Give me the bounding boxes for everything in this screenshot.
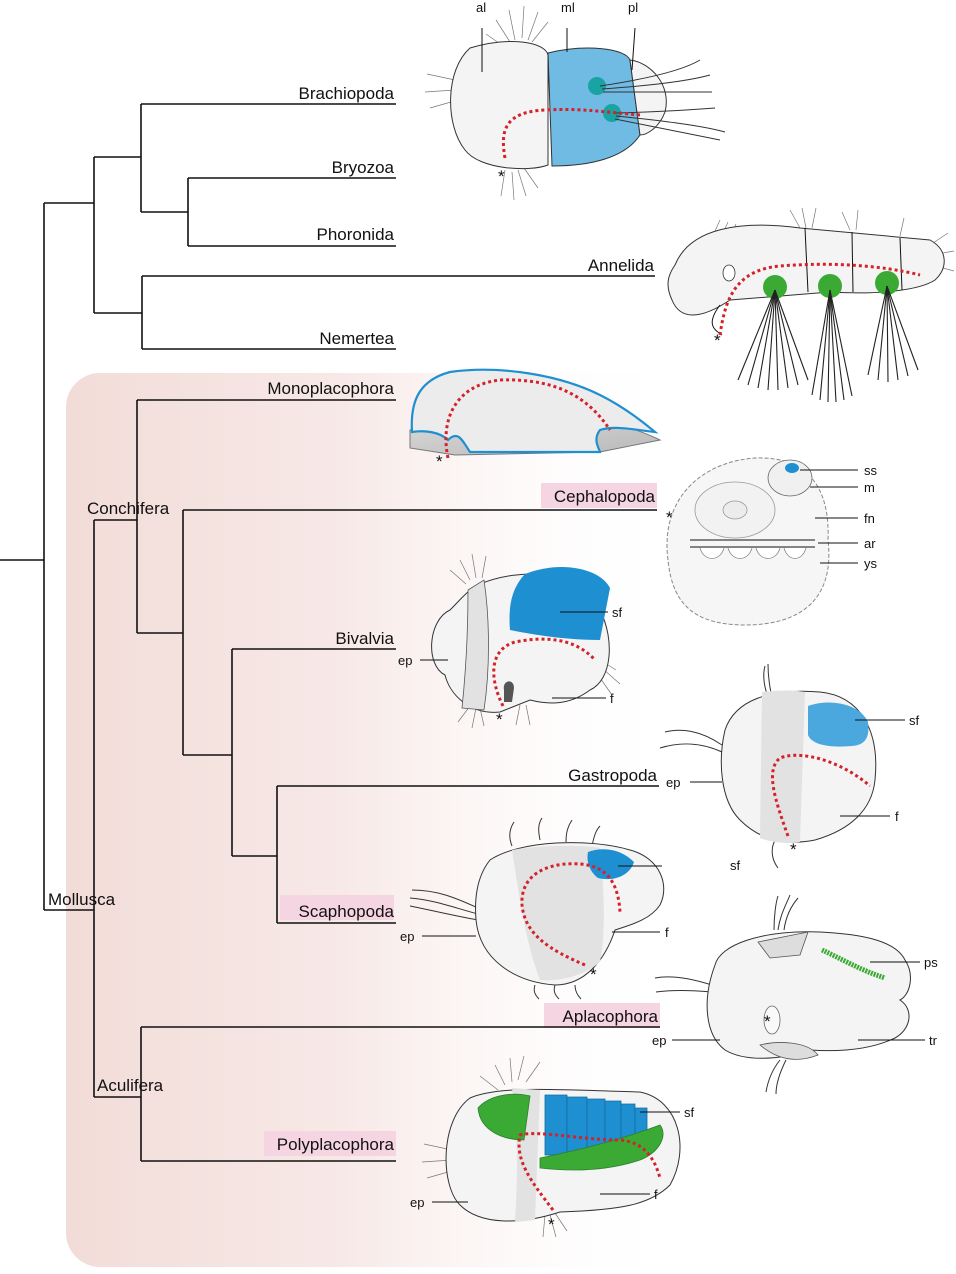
label-m: m xyxy=(864,480,875,495)
asterisk-aplacophora: * xyxy=(764,1012,771,1031)
label-scaphopoda-f: f xyxy=(665,925,669,940)
asterisk-annelida: * xyxy=(714,331,721,350)
monoplacophora-larva: * xyxy=(409,368,662,471)
taxon-monoplacophora: Monoplacophora xyxy=(267,379,394,398)
brachiopoda-larva: al ml pl * xyxy=(424,0,726,201)
label-ar: ar xyxy=(864,536,876,551)
label-ys: ys xyxy=(864,556,878,571)
aplacophora-highlight xyxy=(544,1003,660,1028)
taxon-brachiopoda: Brachiopoda xyxy=(299,84,395,103)
label-gastropoda-f: f xyxy=(895,809,899,824)
label-ml: ml xyxy=(561,0,575,15)
label-tr: tr xyxy=(929,1033,938,1048)
taxon-aplacophora: Aplacophora xyxy=(563,1007,659,1026)
label-ss: ss xyxy=(864,463,878,478)
label-polyplacophora-sf: sf xyxy=(684,1105,695,1120)
polyplacophora-highlight xyxy=(264,1131,396,1156)
taxon-bivalvia: Bivalvia xyxy=(335,629,394,648)
label-scaphopoda-ep: ep xyxy=(400,929,414,944)
clade-conchifera: Conchifera xyxy=(87,499,170,518)
label-aplacophora-ep: ep xyxy=(652,1033,666,1048)
asterisk-brachiopoda: * xyxy=(498,167,505,186)
label-polyplacophora-f: f xyxy=(654,1187,658,1202)
taxon-bryozoa: Bryozoa xyxy=(332,158,395,177)
scaphopoda-highlight xyxy=(280,895,394,920)
gastropoda-larva: sf ep f sf * xyxy=(659,663,920,873)
label-ps: ps xyxy=(924,955,938,970)
polyplacophora-larva: sf ep f * xyxy=(410,1055,695,1238)
clade-mollusca: Mollusca xyxy=(48,890,116,909)
clade-aculifera: Aculifera xyxy=(97,1076,164,1095)
label-bivalvia-sf: sf xyxy=(612,605,623,620)
asterisk-monoplacophora: * xyxy=(436,452,443,471)
taxon-nemertea: Nemertea xyxy=(319,329,394,348)
label-pl: pl xyxy=(628,0,638,15)
asterisk-cephalopoda: * xyxy=(666,508,673,527)
cephalopoda-highlight xyxy=(541,483,657,508)
label-al: al xyxy=(476,0,486,15)
asterisk-bivalvia: * xyxy=(496,710,503,729)
label-polyplacophora-ep: ep xyxy=(410,1195,424,1210)
asterisk-gastropoda: * xyxy=(790,840,797,859)
taxon-gastropoda: Gastropoda xyxy=(568,766,657,785)
label-gastropoda-sf2: sf xyxy=(730,858,741,873)
aplacophora-larva: ps ep tr * xyxy=(652,894,938,1095)
taxon-polyplacophora: Polyplacophora xyxy=(277,1135,395,1154)
label-bivalvia-ep: ep xyxy=(398,653,412,668)
annelida-larva: * xyxy=(667,207,955,403)
cephalopoda-larva: ss m fn ar ys * xyxy=(666,457,878,626)
label-gastropoda-sf: sf xyxy=(909,713,920,728)
bivalvia-larva: sf ep f * xyxy=(398,553,623,729)
label-bivalvia-f: f xyxy=(610,691,614,706)
asterisk-scaphopoda: * xyxy=(590,965,597,984)
label-fn: fn xyxy=(864,511,875,526)
taxon-scaphopoda: Scaphopoda xyxy=(299,902,395,921)
taxon-cephalopoda: Cephalopoda xyxy=(554,487,656,506)
tree-branches xyxy=(0,103,660,1162)
taxon-annelida: Annelida xyxy=(588,256,655,275)
label-gastropoda-ep: ep xyxy=(666,775,680,790)
asterisk-polyplacophora: * xyxy=(548,1215,555,1234)
taxon-phoronida: Phoronida xyxy=(316,225,394,244)
scaphopoda-larva: ep f * xyxy=(400,817,669,1000)
